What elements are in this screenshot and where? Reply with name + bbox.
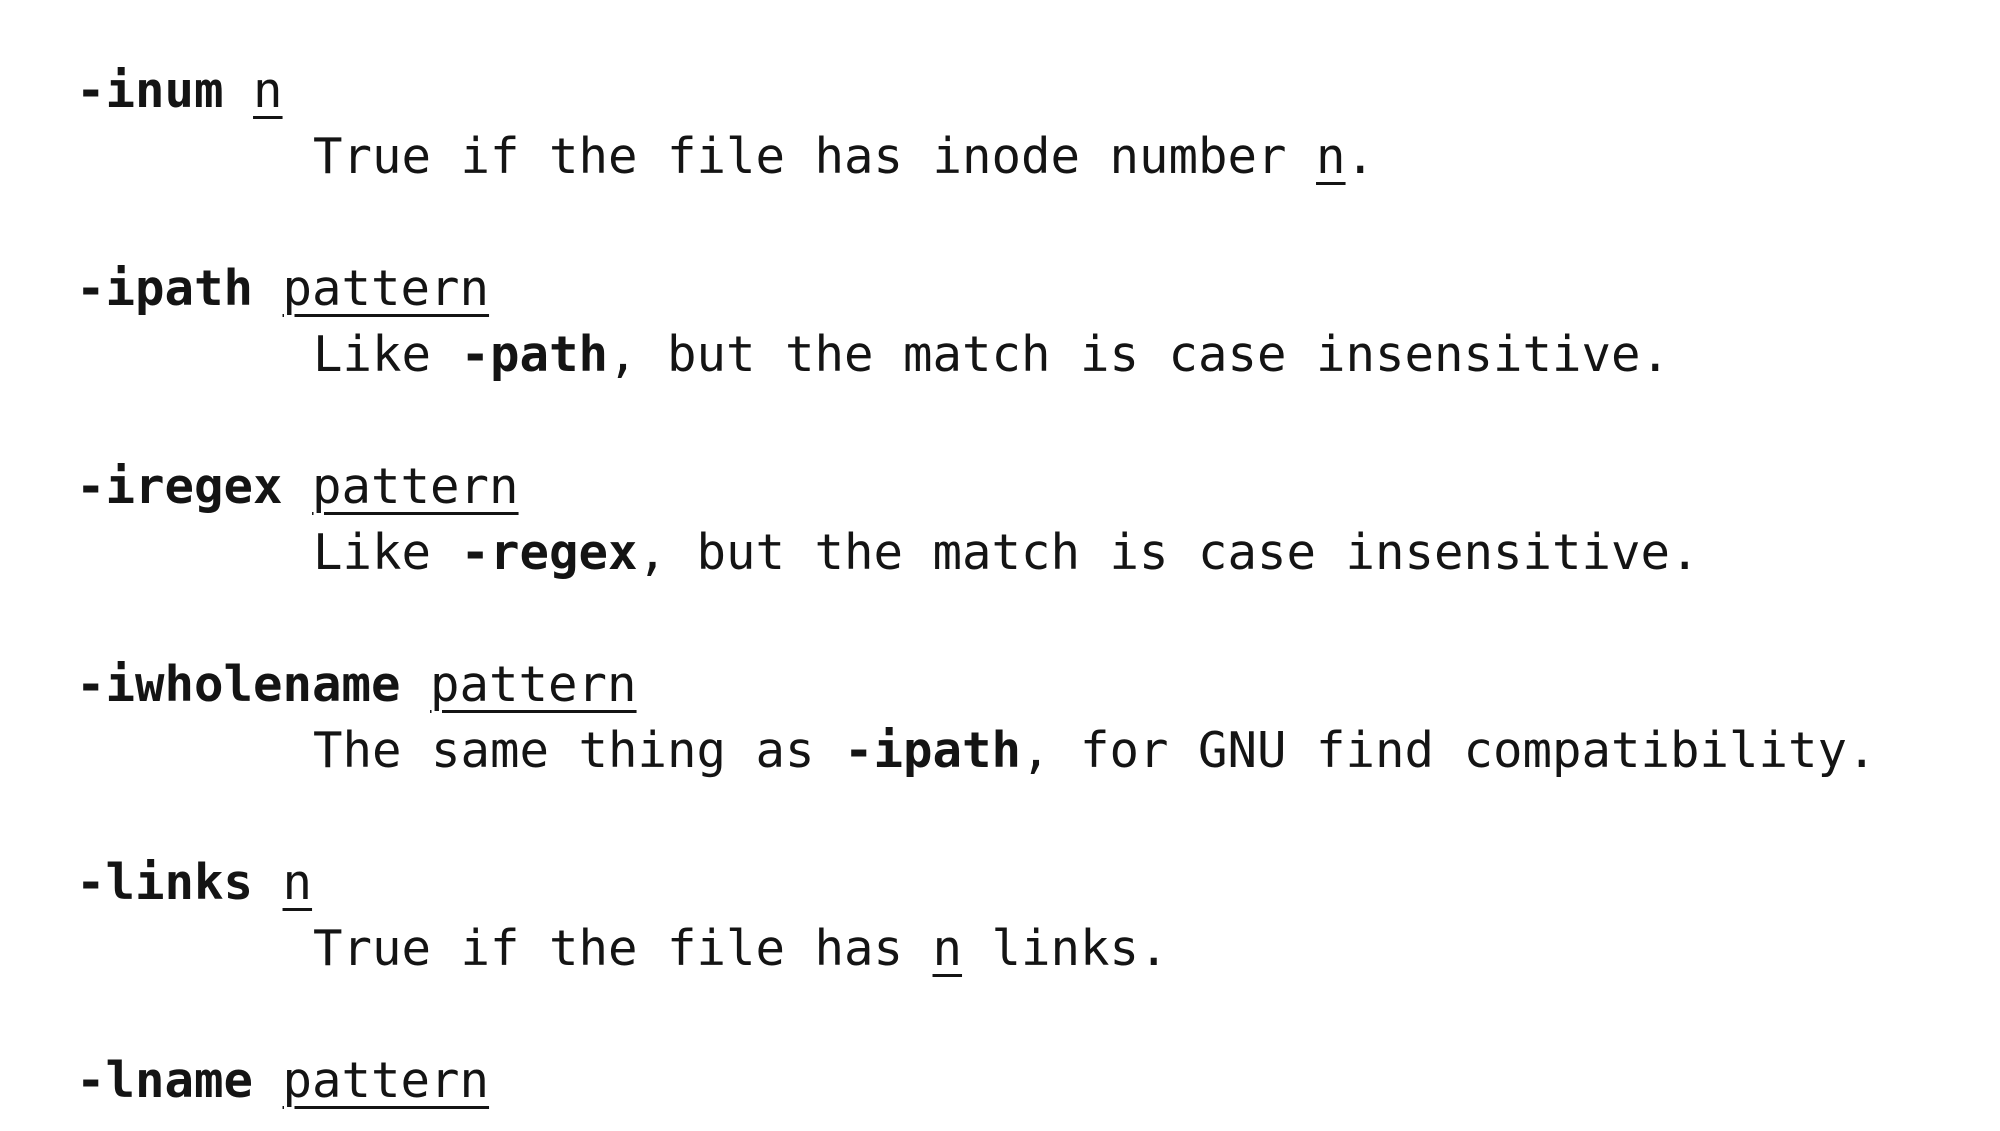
option-heading-iregex: -iregex pattern [76,462,519,511]
option-argument: pattern [430,656,637,713]
description-text: Like [313,524,461,581]
option-description-inum: True if the file has inode number n. [313,132,1375,181]
option-heading-lname: -lname pattern [76,1056,489,1105]
description-option-ref: -regex [460,524,638,581]
option-description-links: True if the file has n links. [313,924,1169,973]
description-text: True if the file has [313,920,933,977]
option-heading-ipath: -ipath pattern [76,264,489,313]
option-argument: n [282,854,313,911]
description-text: , but the match is case insensitive. [608,326,1671,383]
description-argument: n [932,920,963,977]
option-heading-links: -links n [76,858,312,907]
option-argument: pattern [282,1052,490,1109]
option-description-iregex: Like -regex, but the match is case insen… [313,528,1700,577]
description-text: The same thing as [313,722,845,779]
option-name: -inum [76,62,224,119]
description-option-ref: -path [460,326,609,383]
option-argument: n [253,62,283,119]
option-name: -iwholename [76,656,401,713]
option-heading-iwholename: -iwholename pattern [76,660,637,709]
description-text: . [1345,128,1376,185]
option-name: -ipath [76,260,254,317]
description-argument: n [1316,128,1346,185]
option-argument: pattern [282,260,490,317]
option-description-ipath: Like -path, but the match is case insens… [313,330,1670,379]
option-argument: pattern [312,458,519,515]
option-description-iwholename: The same thing as -ipath, for GNU find c… [313,726,1877,775]
description-text: , but the match is case insensitive. [637,524,1700,581]
option-name: -links [76,854,254,911]
option-name: -iregex [76,458,283,515]
description-text: Like [313,326,461,383]
option-heading-inum: -inum n [76,66,283,115]
option-name: -lname [76,1052,254,1109]
description-text: True if the file has inode number [313,128,1317,185]
description-option-ref: -ipath [844,722,1022,779]
description-text: , for GNU find compatibility. [1021,722,1877,779]
description-text: links. [962,920,1169,977]
